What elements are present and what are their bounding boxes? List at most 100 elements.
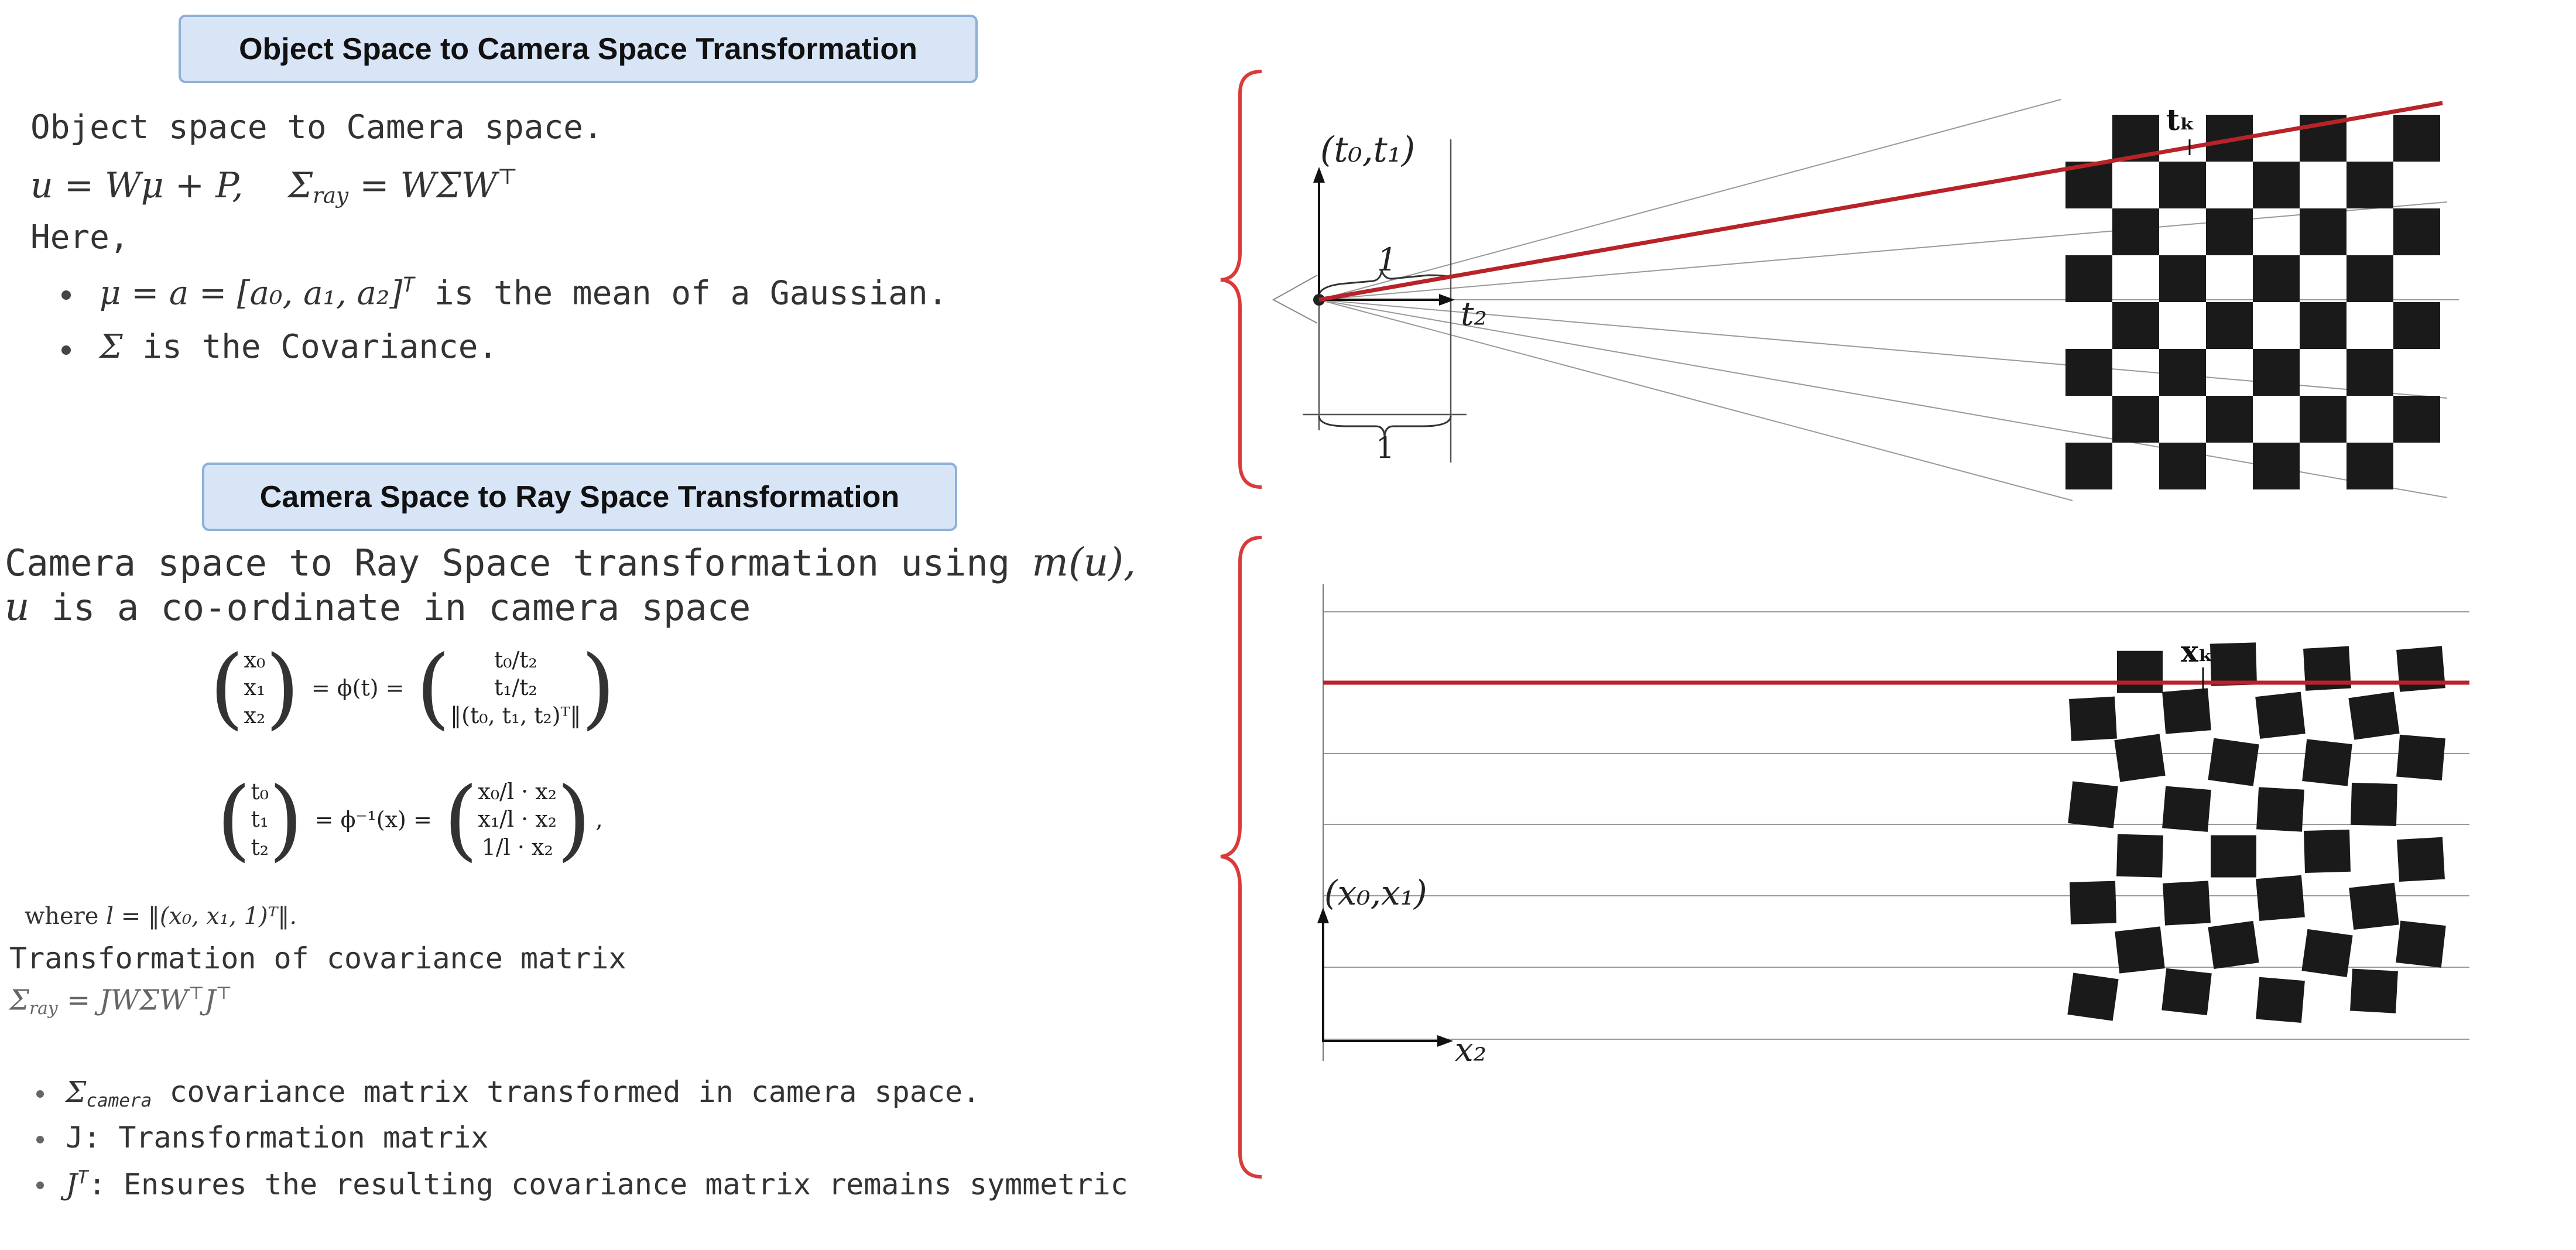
covariance-text: is the Covariance. [122, 328, 498, 366]
bottom-checker-square [2068, 781, 2118, 828]
bottom-checker-square [2067, 972, 2119, 1021]
bottom-checker-square [2208, 920, 2259, 969]
top-checker-square [2393, 115, 2440, 162]
jt-math: J [66, 1167, 78, 1202]
section1-bullet-covariance: Σ is the Covariance. [100, 331, 498, 364]
equation-sigma-sup: ⊤ [497, 163, 518, 189]
top-checker-square [2206, 396, 2253, 443]
section2-bullet-sigma-camera: Σcamera covariance matrix transformed in… [66, 1077, 980, 1110]
top-t2-label: t₂ [1461, 295, 1487, 333]
top-tk-label: tₖ [2166, 102, 2195, 137]
top-checker-square [2159, 349, 2206, 396]
bottom-diagram [1317, 584, 2469, 1061]
top-checker-square [2347, 255, 2393, 302]
bottom-checker-square [2396, 646, 2445, 692]
eq2-lhs-entry: t₀ [251, 778, 269, 804]
sigma-camera-text: covariance matrix transformed in camera … [152, 1075, 981, 1109]
mean-math: μ = a = [a₀, a₁, a₂] [100, 274, 403, 313]
eq1-rhs-entry: ‖(t₀, t₁, t₂)ᵀ‖ [450, 702, 581, 728]
top-checker-square [2206, 302, 2253, 349]
top-checker-square [2253, 162, 2300, 208]
line1-math: m(u), [1032, 540, 1136, 585]
bottom-checker-square [2348, 691, 2400, 740]
eq2-lhs-entry: t₂ [251, 834, 269, 860]
brace-bottom [1220, 536, 1262, 1179]
bottom-checker-square [2115, 926, 2165, 974]
bottom-checker-square [2397, 837, 2445, 882]
equation-u: u = Wμ + P, [30, 165, 244, 207]
eq2-rhs-entry: x₁/l · x₂ [478, 806, 557, 833]
section1-title: Object Space to Camera Space Transformat… [179, 15, 978, 83]
top-unit-label-top: 1 [1377, 241, 1397, 278]
line2-text: is a co-ordinate in camera space [29, 586, 751, 629]
bullet-dot [61, 290, 71, 300]
bottom-checker-square [2256, 787, 2304, 832]
cov-eq-sup2: ⊤ [215, 983, 232, 1004]
bottom-checker-square [2211, 835, 2256, 878]
line2-math: u [5, 584, 30, 629]
top-checker-square [2253, 443, 2300, 489]
bottom-checker-square [2396, 920, 2446, 968]
bottom-xk-label: xₖ [2181, 634, 2214, 669]
eq1-lhs-entry: x₀ [244, 646, 266, 673]
top-checker-square [2393, 396, 2440, 443]
bottom-vertical-arrowhead [1317, 907, 1329, 923]
cov-eq-rhs: = JWΣW [66, 984, 189, 1017]
bottom-x2-label: x₂ [1455, 1031, 1486, 1069]
mean-text: is the mean of a Gaussian. [415, 274, 948, 313]
bottom-checker-square [2396, 734, 2445, 781]
top-checker-square [2112, 208, 2159, 255]
top-checker-square [2300, 208, 2347, 255]
bottom-checker-square [2301, 929, 2353, 977]
line1-text: Camera space to Ray Space transformation… [5, 542, 1032, 584]
top-vertical-arrowhead [1313, 167, 1325, 183]
equation-sigma-sub: ray [313, 182, 349, 208]
bottom-checker-square [2256, 875, 2305, 922]
eq2-lhs-entry: t₁ [251, 806, 269, 833]
top-red-ray [1318, 101, 2443, 302]
sigma-camera-sub: camera [86, 1090, 152, 1111]
cov-heading: Transformation of covariance matrix [9, 941, 626, 975]
where-math: l = ‖(x₀, x₁, 1)ᵀ‖. [106, 903, 297, 930]
bottom-checker-square [2349, 882, 2399, 930]
bottom-checker-square [2117, 650, 2163, 693]
section2-bullet-j: J: Transformation matrix [66, 1121, 489, 1155]
section2-line1: Camera space to Ray Space transformation… [5, 543, 1136, 582]
bottom-checker-square [2256, 977, 2305, 1023]
section2-bullet-jt: JT: Ensures the resulting covariance mat… [66, 1167, 1128, 1202]
top-checker-square [2065, 349, 2112, 396]
eq2-middle: = ϕ⁻¹(x) = [314, 807, 432, 833]
bottom-checker-square [2255, 691, 2306, 739]
cov-eq-sigma: Σ [9, 984, 29, 1017]
where-clause: where l = ‖(x₀, x₁, 1)ᵀ‖. [25, 905, 297, 928]
cov-eq-sub: ray [29, 998, 58, 1019]
eq1-rhs-entry: t₀/t₂ [494, 646, 537, 673]
bottom-axis-label: (x₀,x₁) [1324, 873, 1427, 913]
bottom-checker-square [2162, 786, 2211, 832]
eq2-trailing: , [595, 807, 603, 833]
cov-eq-rhs2: J [204, 984, 216, 1017]
bottom-checker-square [2208, 738, 2259, 786]
bottom-x2-arrowhead [1437, 1035, 1453, 1047]
eq1-rhs-entry: t₁/t₂ [494, 674, 537, 701]
bottom-checker-square [2351, 782, 2397, 826]
top-checkerboard [2065, 115, 2440, 489]
jt-text: : Ensures the resulting covariance matri… [88, 1167, 1128, 1202]
brace-top [1220, 70, 1262, 489]
top-checker-square [2112, 302, 2159, 349]
eq1-middle: = ϕ(t) = [311, 675, 405, 701]
bottom-checkerboard [2067, 642, 2446, 1023]
bullet-dot [36, 1181, 44, 1189]
top-checker-square [2159, 162, 2206, 208]
bottom-checker-square [2302, 739, 2352, 786]
top-checker-square [2206, 208, 2253, 255]
top-t2-arrowhead [1439, 294, 1455, 306]
top-checker-square [2253, 349, 2300, 396]
top-checker-square [2253, 255, 2300, 302]
